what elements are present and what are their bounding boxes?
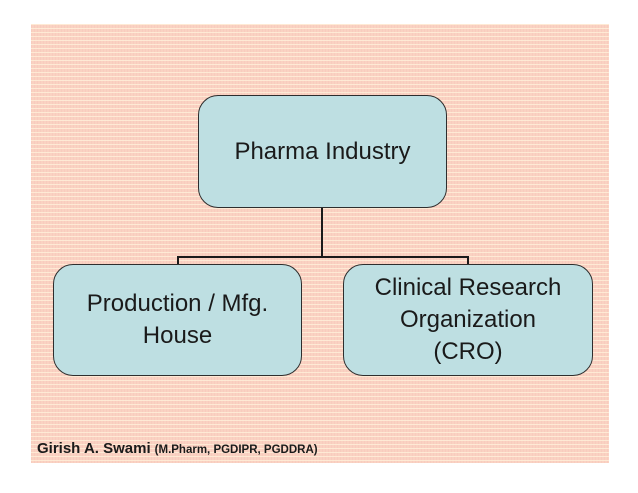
footer-credit: Girish A. Swami(M.Pharm, PGDIPR, PGDDRA) — [37, 440, 318, 458]
slide-background: Pharma Industry Production / Mfg. House … — [31, 24, 609, 463]
connector-right-stub — [467, 256, 469, 266]
footer-author: Girish A. Swami — [37, 440, 151, 457]
footer-credentials: (M.Pharm, PGDIPR, PGDDRA) — [154, 444, 318, 456]
node-clinical-research-organization: Clinical Research Organization (CRO) — [343, 264, 593, 376]
node-production-mfg-house: Production / Mfg. House — [53, 264, 302, 376]
node-clinical-research-organization-label: Clinical Research Organization (CRO) — [374, 274, 562, 365]
node-pharma-industry-label: Pharma Industry — [234, 137, 411, 165]
connector-left-stub — [177, 256, 179, 266]
node-production-mfg-house-label: Production / Mfg. House — [86, 290, 269, 349]
connector-horizontal-bar — [177, 256, 469, 258]
connector-root-stem — [321, 208, 323, 258]
node-pharma-industry: Pharma Industry — [198, 95, 447, 208]
